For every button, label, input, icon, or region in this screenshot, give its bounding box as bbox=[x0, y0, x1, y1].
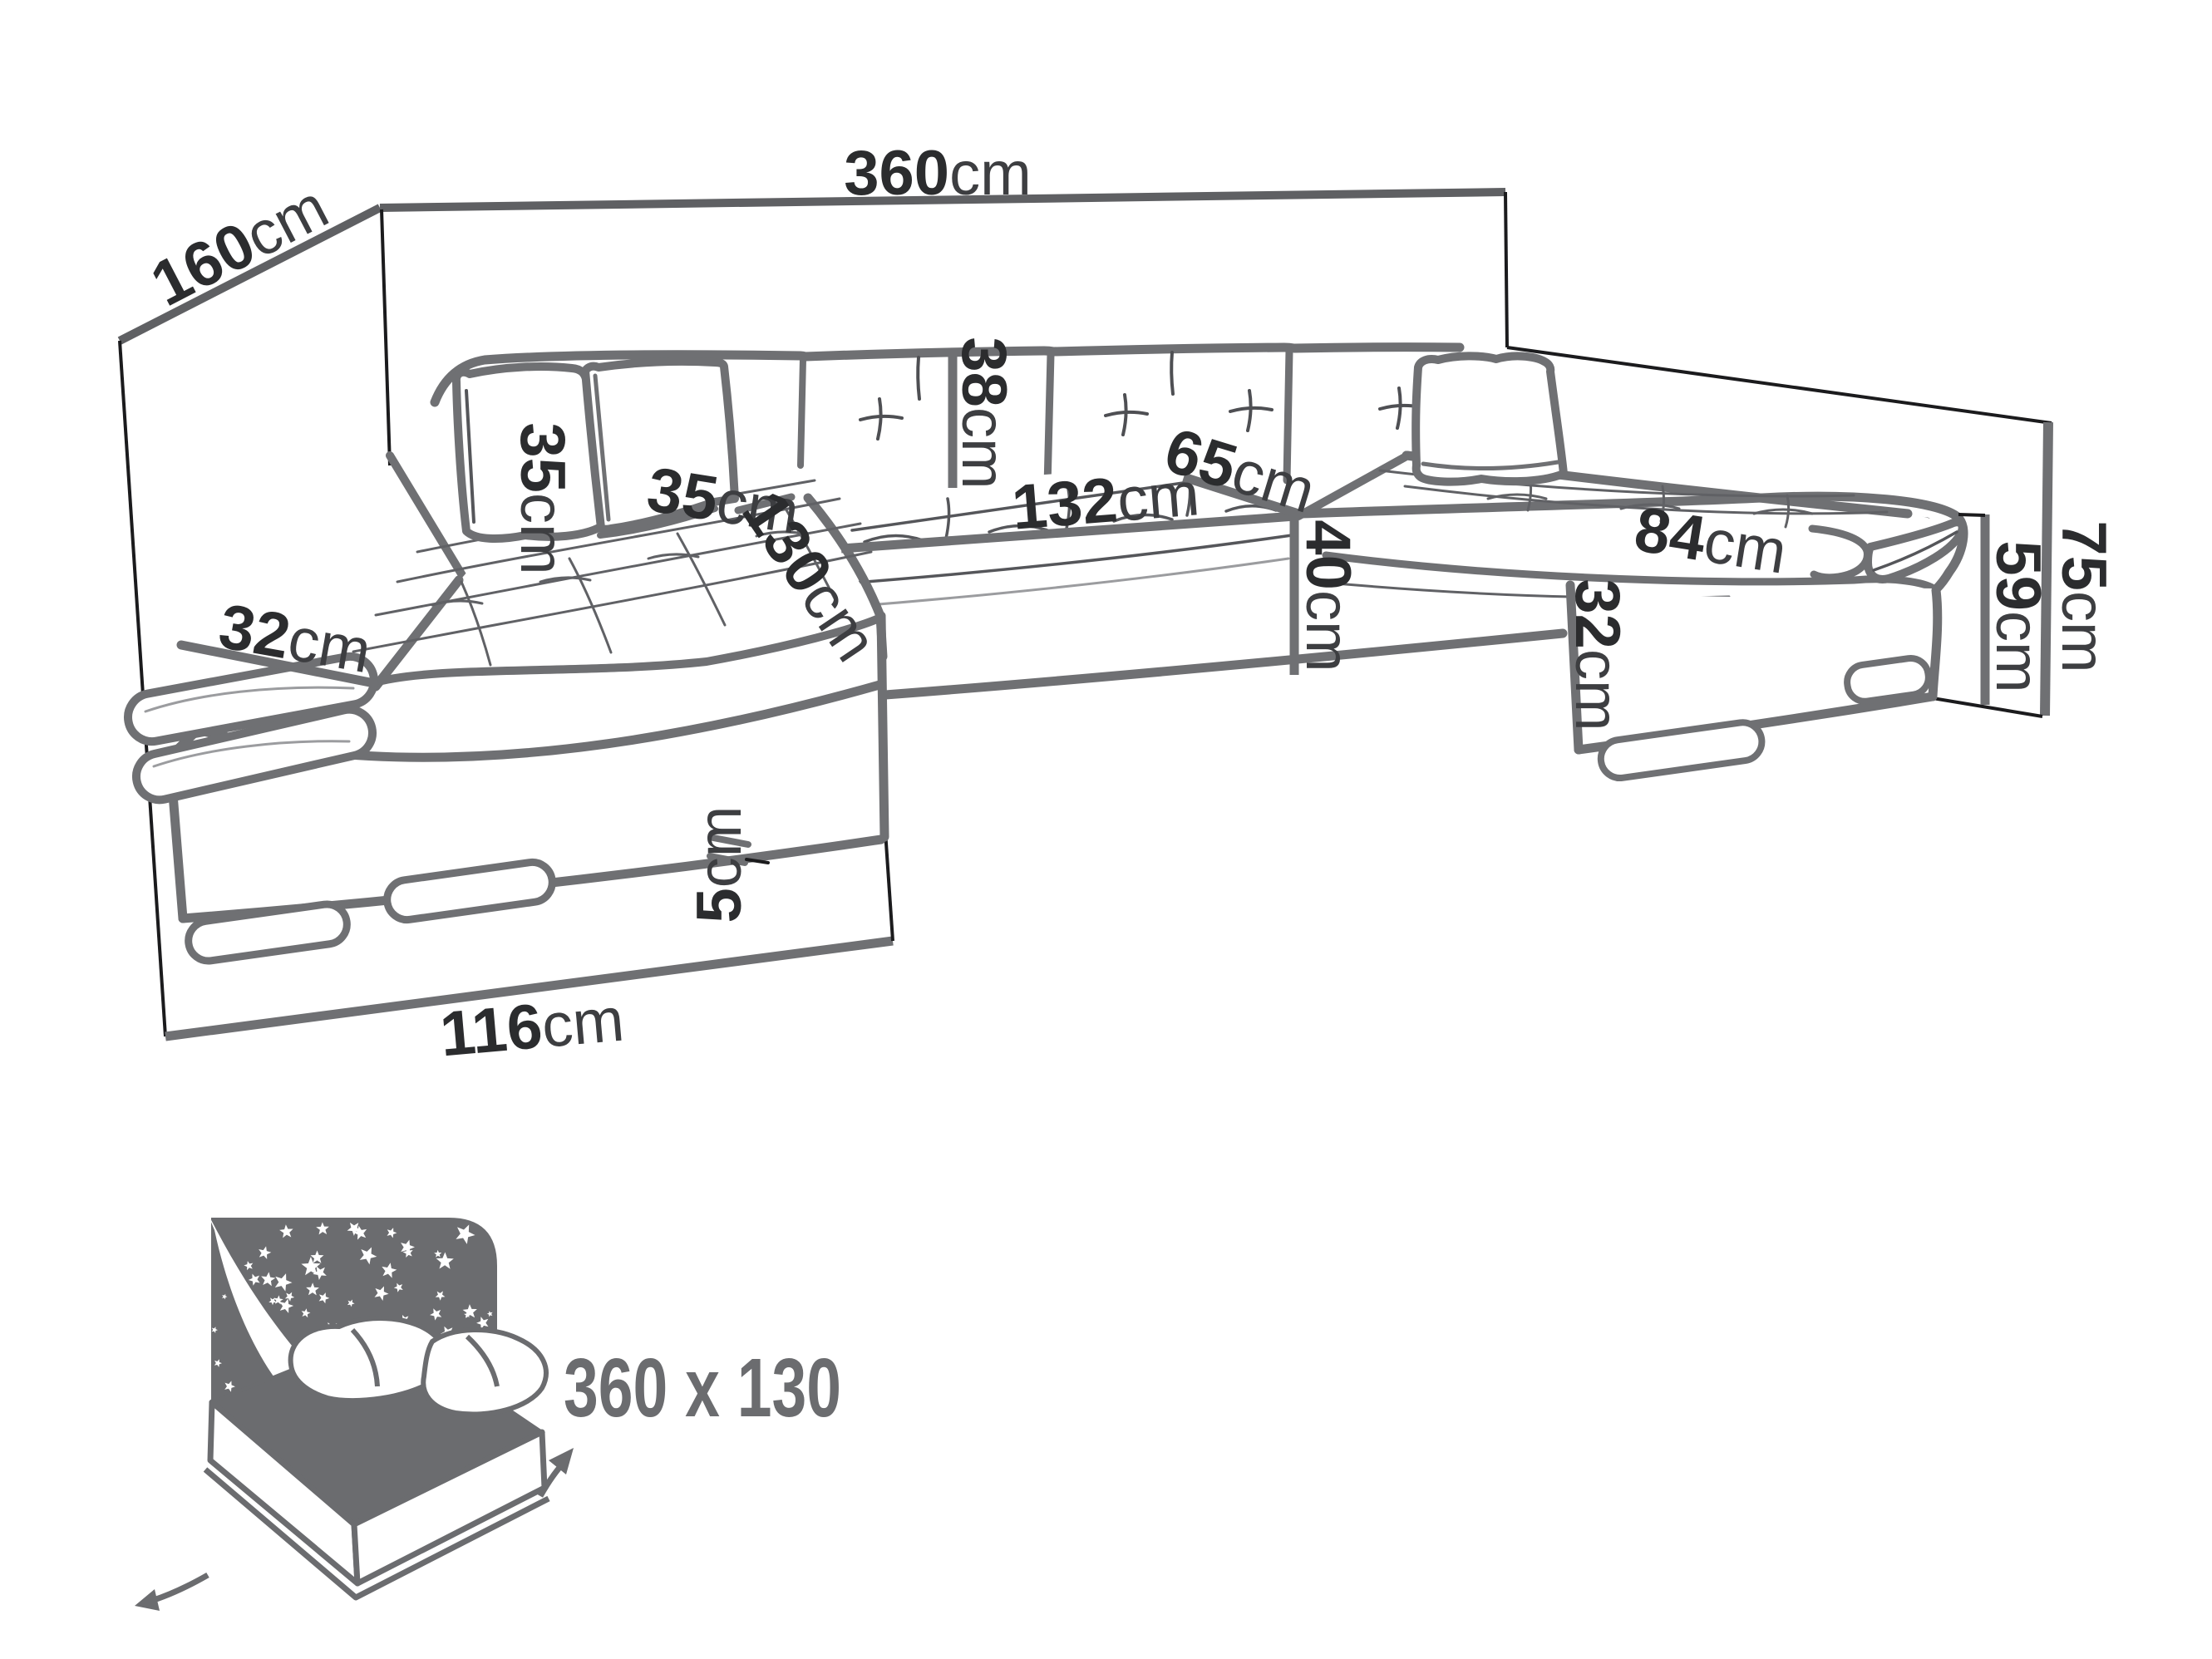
svg-text:116cm: 116cm bbox=[437, 984, 627, 1071]
svg-text:32cm: 32cm bbox=[1562, 578, 1633, 731]
svg-text:360 x 130: 360 x 130 bbox=[564, 1341, 841, 1435]
svg-text:59cm: 59cm bbox=[1983, 540, 2053, 692]
svg-text:32cm: 32cm bbox=[214, 591, 376, 687]
svg-text:75cm: 75cm bbox=[2048, 520, 2119, 672]
svg-text:132cm: 132cm bbox=[1009, 458, 1201, 543]
svg-text:40cm: 40cm bbox=[1293, 519, 1363, 672]
svg-text:35cm: 35cm bbox=[507, 422, 578, 574]
svg-text:360cm: 360cm bbox=[844, 138, 1031, 209]
svg-text:38cm: 38cm bbox=[948, 337, 1019, 489]
svg-text:160cm: 160cm bbox=[140, 171, 339, 321]
svg-text:5cm: 5cm bbox=[684, 806, 755, 923]
